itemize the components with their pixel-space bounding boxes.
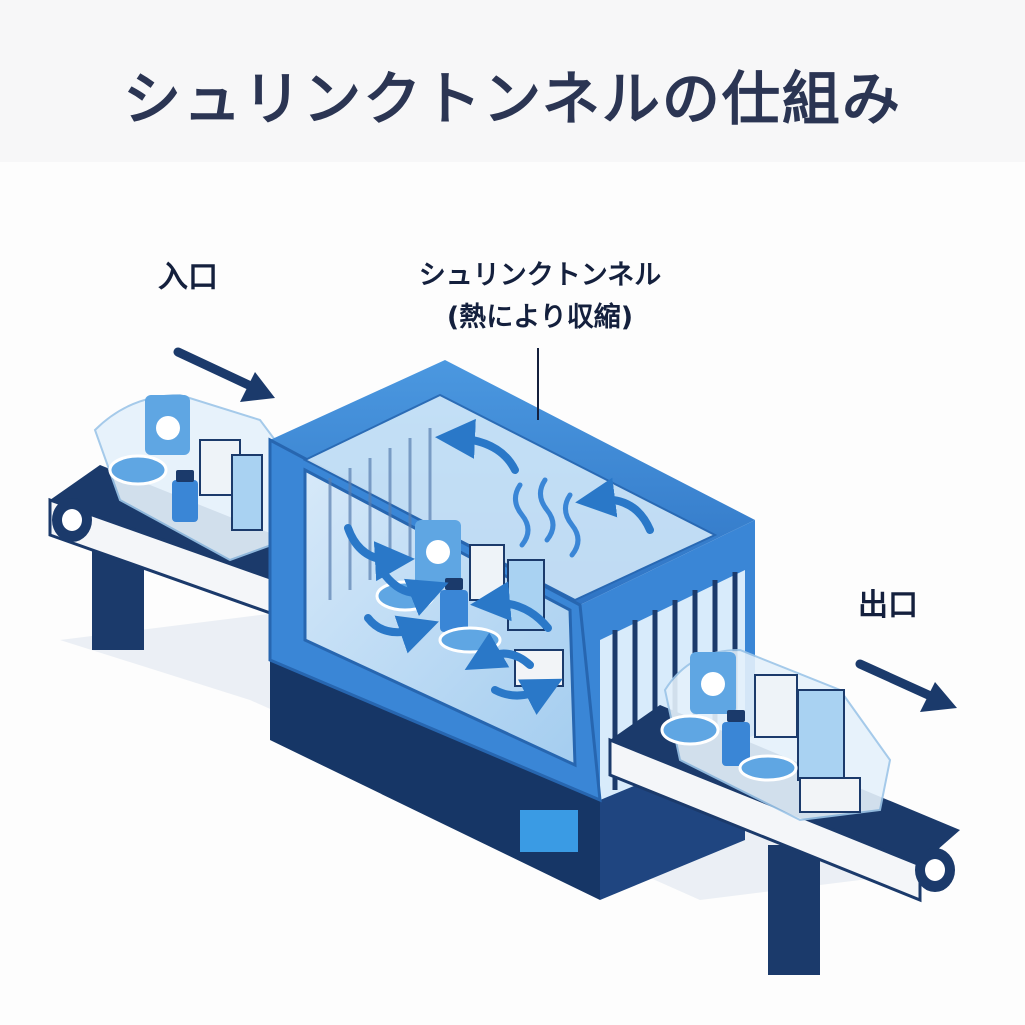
right-bottle-cap (727, 710, 745, 722)
inner-box (469, 544, 505, 601)
left-bottle (172, 480, 198, 522)
right-box (754, 674, 798, 738)
inner-bottle (440, 590, 468, 632)
inner-bowl (375, 580, 435, 612)
left-bottle-cap (176, 470, 194, 482)
right-products (660, 648, 892, 822)
arrow-right-down-icon (173, 347, 275, 402)
entrance-label: 入口 (158, 260, 218, 295)
page-title: シュリンクトンネルの仕組み (123, 65, 902, 133)
inner-bottle-cap (445, 578, 463, 590)
left-roller-cap (62, 509, 82, 531)
right-carton (799, 777, 861, 813)
tunnel-note: (熱により収縮) (446, 302, 634, 333)
exit-arrow-icon (855, 659, 957, 712)
right-bottle (722, 722, 750, 766)
left-products (93, 393, 292, 562)
left-pouch-label (156, 416, 180, 440)
inner-pouch-label (426, 540, 450, 564)
right-conveyor-leg (768, 845, 820, 975)
right-tray (738, 754, 798, 782)
left-bowl (108, 454, 168, 486)
control-panel (520, 810, 578, 852)
title-band (0, 0, 1025, 162)
curved-arrow-icon (344, 418, 654, 715)
tunnel-name: シュリンクトンネル (418, 260, 662, 291)
right-pouch-label (701, 672, 725, 696)
right-bowl (660, 714, 720, 746)
inner-tray (438, 626, 502, 654)
tunnel-label: シュリンクトンネル (熱により収縮) (372, 255, 708, 339)
right-conveyor-belt-side (608, 737, 922, 903)
heat-wave-icon (513, 477, 581, 558)
right-roller-cap (925, 859, 945, 881)
left-book (231, 454, 263, 531)
exit-label: 出口 (858, 588, 918, 623)
right-book (797, 689, 845, 781)
